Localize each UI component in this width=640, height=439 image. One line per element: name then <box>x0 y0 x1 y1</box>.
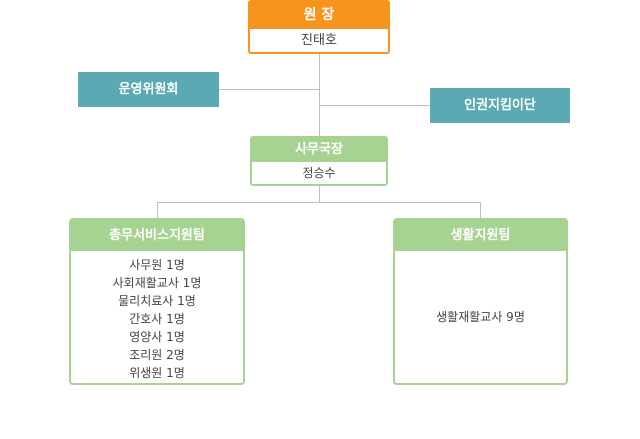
connector-rights <box>319 105 430 106</box>
list-item: 조리원 2명 <box>129 348 185 362</box>
secretary-box: 사무국장 정승수 <box>250 136 388 186</box>
list-item: 위생원 1명 <box>129 366 185 380</box>
director-title: 원 장 <box>250 2 388 29</box>
list-item: 물리치료사 1명 <box>118 294 196 308</box>
list-item: 사회재활교사 1명 <box>112 276 202 290</box>
secretary-title: 사무국장 <box>252 138 386 162</box>
general-team-title: 총무서비스지원팀 <box>71 220 243 251</box>
general-team-box: 총무서비스지원팀 사무원 1명 사회재활교사 1명 물리치료사 1명 간호사 1… <box>69 218 245 385</box>
secretary-name: 정승수 <box>302 166 336 180</box>
director-box: 원 장 진태호 <box>248 0 390 54</box>
list-item: 사무원 1명 <box>129 258 185 272</box>
list-item: 간호사 1명 <box>129 312 185 326</box>
living-team-box: 생활지원팀 생활재활교사 9명 <box>393 218 568 385</box>
list-item: 영양사 1명 <box>129 330 185 344</box>
connector-living-team <box>480 202 481 218</box>
connector-general-team <box>157 202 158 218</box>
connector-horizontal-teams <box>157 202 481 203</box>
general-team-members: 사무원 1명 사회재활교사 1명 물리치료사 1명 간호사 1명 영양사 1명 … <box>71 251 243 382</box>
steering-committee-box: 운영위원회 <box>78 72 219 107</box>
connector-steering <box>219 89 319 90</box>
living-team-title: 생활지원팀 <box>395 220 566 251</box>
human-rights-box: 인권지킴이단 <box>430 88 570 123</box>
living-team-member: 생활재활교사 9명 <box>436 309 525 324</box>
director-name: 진태호 <box>301 33 337 48</box>
connector-vertical-main <box>319 54 320 136</box>
connector-vertical-lower <box>319 186 320 202</box>
